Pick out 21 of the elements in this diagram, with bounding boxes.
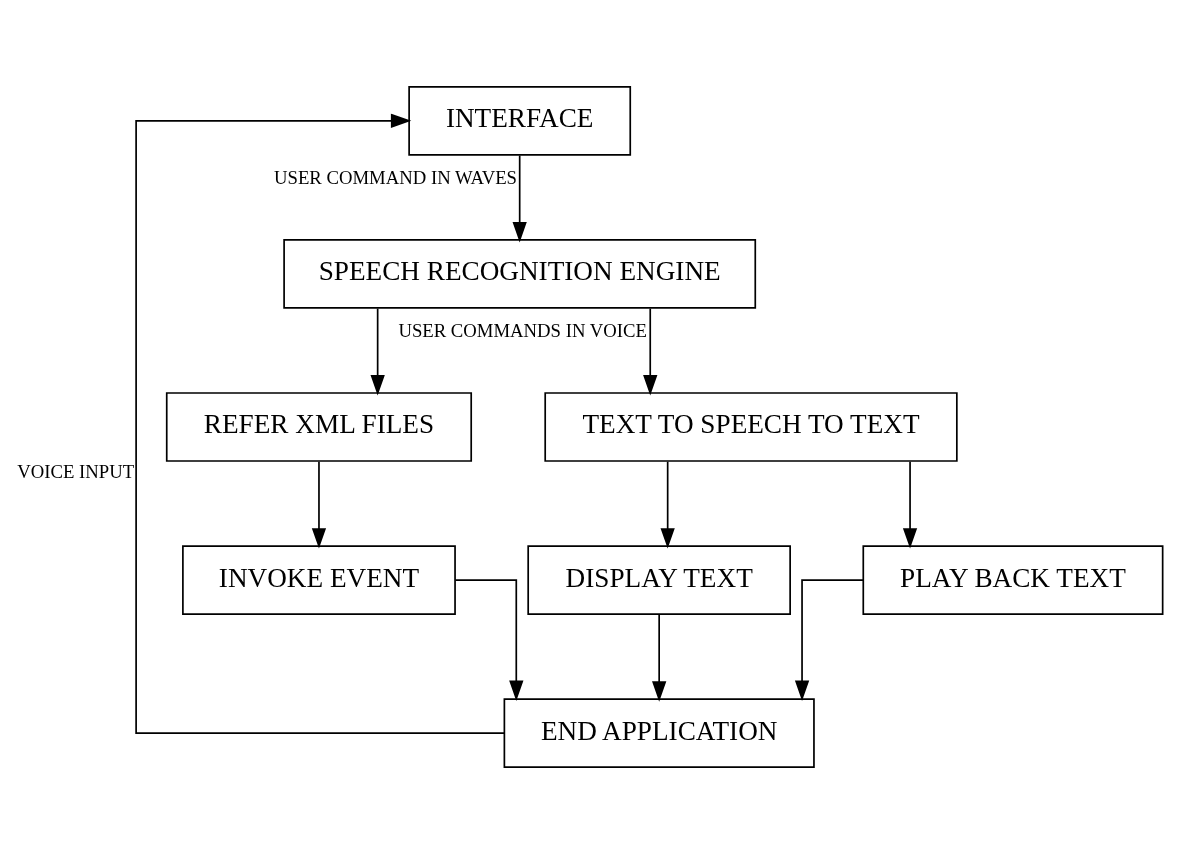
arrow: [370, 307, 385, 396]
arrow: [454, 579, 524, 701]
arrow: [794, 579, 864, 701]
node-box: INTERFACE: [408, 85, 632, 156]
edge-label: USER COMMANDS IN VOICE: [398, 319, 647, 341]
node-box: TEXT TO SPEECH TO TEXT: [544, 392, 958, 462]
edge-label: VOICE INPUT: [17, 460, 135, 482]
arrow: [135, 113, 506, 735]
arrow: [643, 307, 658, 396]
node-box: END APPLICATION: [503, 698, 815, 769]
arrow: [512, 154, 527, 243]
node-box: PLAY BACK TEXT: [862, 545, 1164, 615]
arrow: [660, 460, 675, 549]
arrow: [311, 460, 327, 549]
edge-label: USER COMMAND IN WAVES: [274, 166, 518, 188]
node-box: INVOKE EVENT: [182, 545, 456, 615]
arrow: [902, 460, 918, 549]
node-box: DISPLAY TEXT: [527, 545, 791, 615]
arrow: [652, 613, 667, 702]
node-box: REFER XML FILES: [165, 392, 473, 462]
node-box: SPEECH RECOGNITION ENGINE: [283, 239, 757, 309]
